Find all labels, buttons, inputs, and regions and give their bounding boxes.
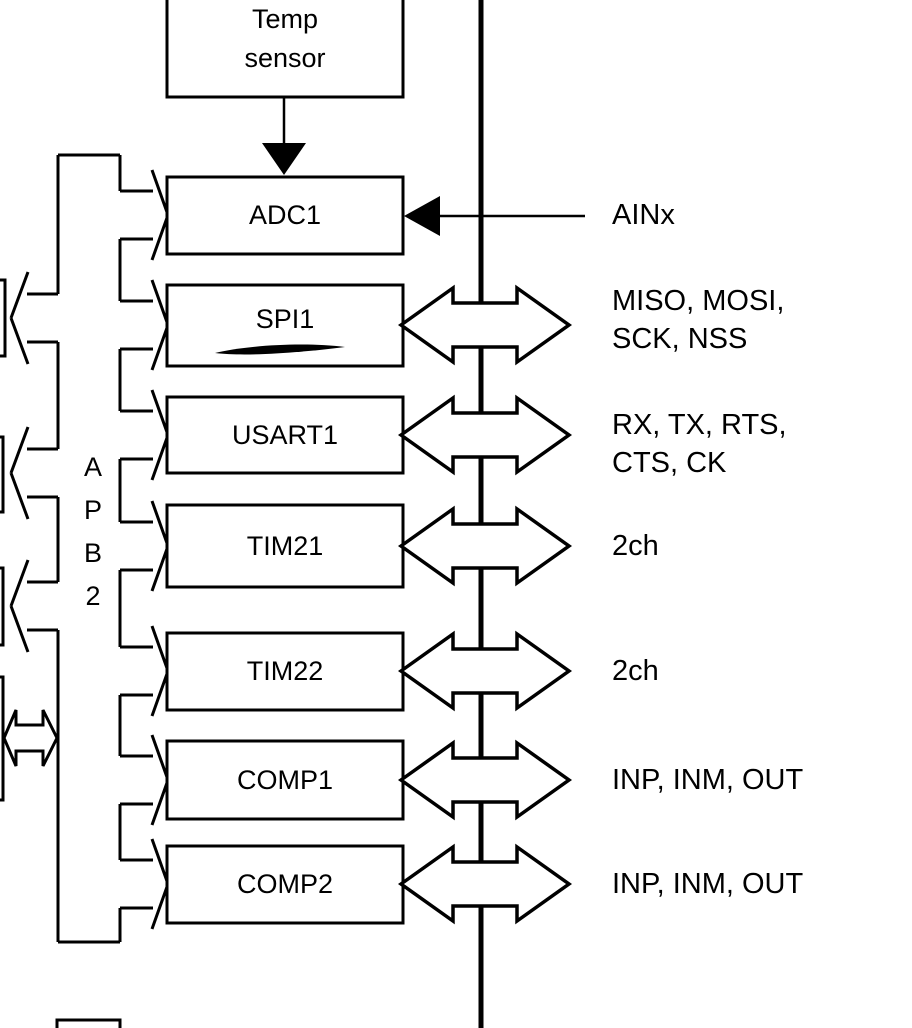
comp2-box bbox=[165, 844, 405, 925]
bidirectional-arrow-icon bbox=[397, 284, 573, 366]
bidirectional-arrow-icons bbox=[397, 284, 573, 925]
temp-sensor-label-line2: sensor bbox=[244, 43, 326, 73]
temp-sensor-label: Temp sensor bbox=[167, 0, 403, 78]
comp2-signals: INP, INM, OUT bbox=[612, 868, 804, 900]
bidirectional-arrow-icon bbox=[397, 739, 573, 821]
left-partial-box-4 bbox=[0, 675, 5, 802]
apb2-bus-comb bbox=[9, 153, 170, 944]
tim21-box bbox=[165, 503, 405, 589]
bidirectional-arrow-icon bbox=[397, 843, 573, 925]
spi1-label: SPI1 bbox=[255, 303, 315, 334]
comp2-label: COMP2 bbox=[236, 869, 334, 899]
bidirectional-arrow-icon bbox=[397, 394, 573, 476]
temp-sensor-label-line1: Temp bbox=[251, 4, 319, 34]
small-bidirectional-arrow-icon bbox=[2, 709, 59, 767]
bottom-partial-box bbox=[55, 1018, 122, 1028]
bidirectional-arrow-icon bbox=[397, 630, 573, 712]
tim21-label: TIM21 bbox=[246, 530, 324, 561]
down-arrow-icon bbox=[262, 97, 306, 175]
adc1-label: ADC1 bbox=[248, 200, 322, 230]
comp1-signals: INP, INM, OUT bbox=[612, 764, 804, 796]
bidirectional-arrow-icon bbox=[397, 505, 573, 587]
apb2-bus-label: APB2 bbox=[78, 452, 108, 624]
comp1-box bbox=[165, 739, 405, 821]
tim22-signals: 2ch bbox=[612, 655, 659, 687]
spi1-underline-annotation bbox=[215, 344, 345, 355]
tim22-label: TIM22 bbox=[246, 656, 324, 686]
adc1-box bbox=[165, 175, 405, 256]
tim21-signals: 2ch bbox=[612, 530, 659, 562]
left-partial-box-1 bbox=[0, 278, 7, 358]
adc1-signals: AINx bbox=[612, 199, 675, 231]
usart1-box bbox=[165, 395, 405, 475]
block-rects bbox=[0, 0, 405, 1028]
comp1-label: COMP1 bbox=[236, 764, 334, 795]
usart1-label: USART1 bbox=[231, 419, 339, 450]
left-partial-box-3 bbox=[0, 566, 5, 647]
left-arrow-icon bbox=[404, 196, 585, 236]
spi1-signals: MISO, MOSI, SCK, NSS bbox=[612, 285, 785, 355]
left-partial-box-2 bbox=[0, 435, 5, 514]
usart1-signals: RX, TX, RTS, CTS, CK bbox=[612, 409, 787, 479]
tim22-box bbox=[165, 631, 405, 712]
